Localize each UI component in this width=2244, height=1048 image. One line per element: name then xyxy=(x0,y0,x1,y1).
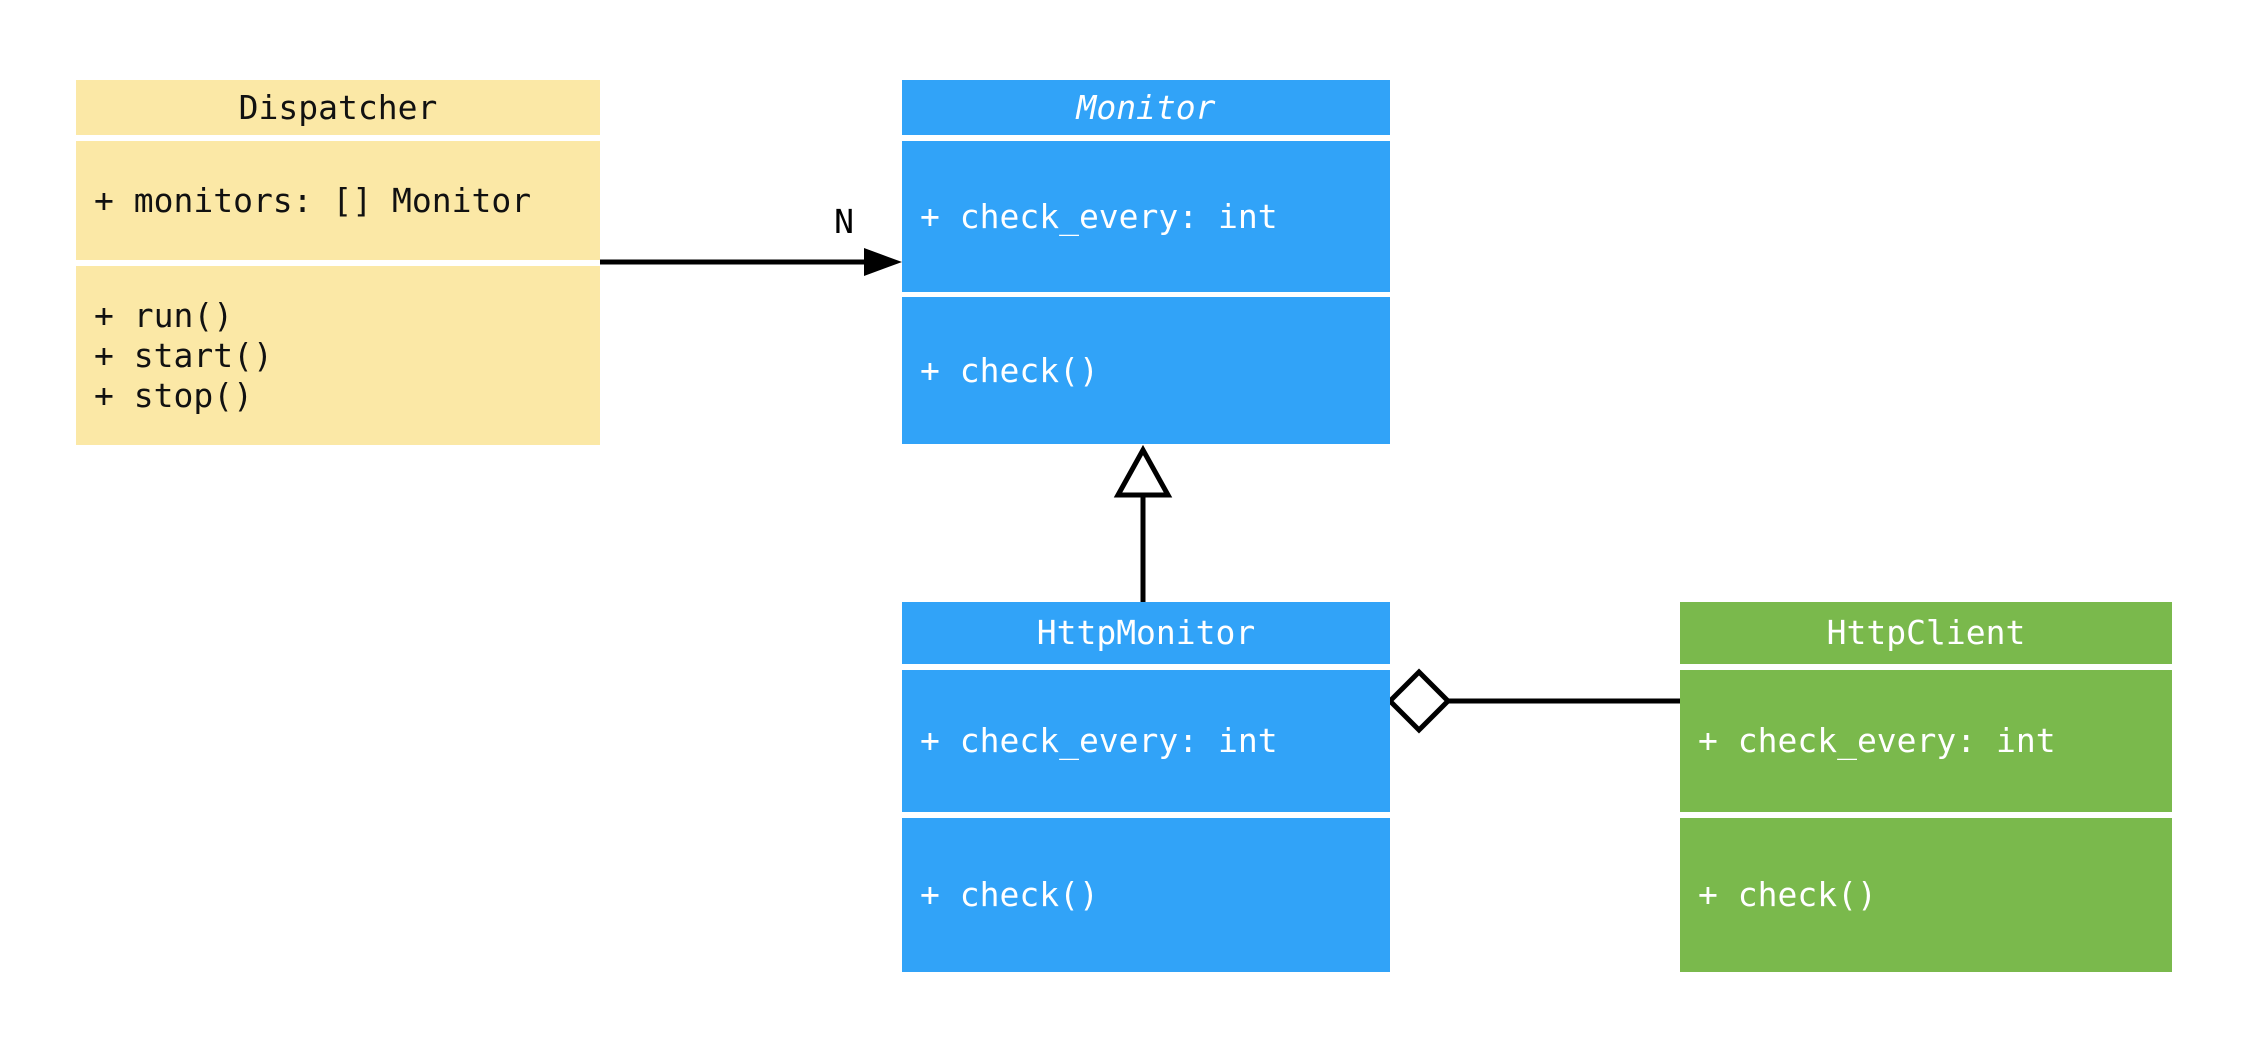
class-dispatcher-title: Dispatcher xyxy=(76,80,600,135)
class-httpclient: HttpClient + check_every: int + check() xyxy=(1680,602,2172,972)
method-line: + check() xyxy=(920,875,1099,914)
class-httpmonitor: HttpMonitor + check_every: int + check() xyxy=(902,602,1390,972)
class-monitor-title: Monitor xyxy=(902,80,1390,135)
association-arrowhead-icon xyxy=(864,248,902,276)
class-httpmonitor-title: HttpMonitor xyxy=(902,602,1390,664)
class-dispatcher-methods: + run() + start() + stop() xyxy=(76,266,600,445)
attribute-line: + check_every: int xyxy=(920,196,1278,236)
method-line: + check() xyxy=(1698,875,1877,914)
class-monitor-methods: + check() xyxy=(902,297,1390,444)
method-line: + check() xyxy=(920,350,1099,390)
attribute-line: + check_every: int xyxy=(920,721,1278,760)
method-line: + start() xyxy=(94,335,273,375)
class-monitor: Monitor + check_every: int + check() xyxy=(902,80,1390,444)
method-line: + run() xyxy=(94,295,234,335)
class-httpclient-title: HttpClient xyxy=(1680,602,2172,664)
class-dispatcher: Dispatcher + monitors: [] Monitor + run(… xyxy=(76,80,600,445)
association-multiplicity-label: N xyxy=(834,202,854,241)
class-monitor-attributes: + check_every: int xyxy=(902,141,1390,292)
class-httpclient-attributes: + check_every: int xyxy=(1680,670,2172,812)
attribute-line: + check_every: int xyxy=(1698,721,2056,760)
method-line: + stop() xyxy=(94,375,253,415)
class-dispatcher-attributes: + monitors: [] Monitor xyxy=(76,141,600,260)
class-httpclient-methods: + check() xyxy=(1680,818,2172,972)
class-httpmonitor-methods: + check() xyxy=(902,818,1390,972)
attribute-line: + monitors: [] Monitor xyxy=(94,180,532,220)
aggregation-diamond-icon xyxy=(1386,668,1452,734)
class-httpmonitor-attributes: + check_every: int xyxy=(902,670,1390,812)
inheritance-triangle-icon xyxy=(1113,444,1173,498)
